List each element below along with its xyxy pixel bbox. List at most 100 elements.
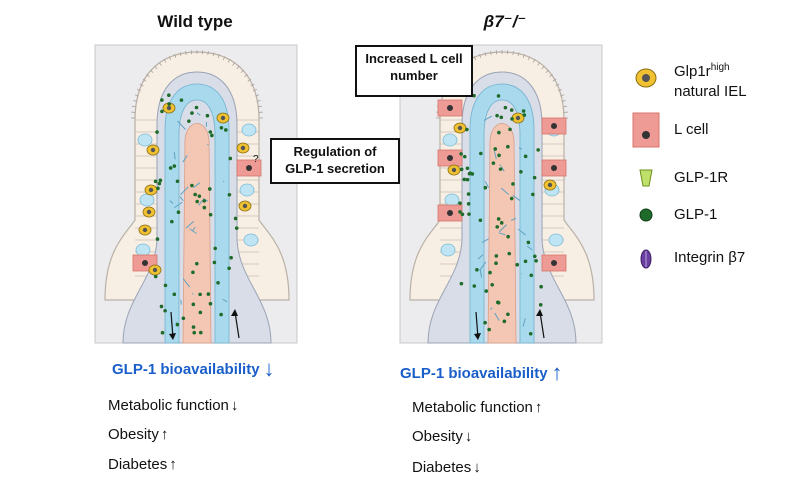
glp1-dot [523, 154, 528, 159]
l-cell-nucleus [447, 155, 453, 161]
iel-legend-nucleus [642, 74, 650, 82]
glp1-dot [153, 179, 158, 184]
glp1-dot [484, 289, 489, 293]
microvillus [473, 56, 477, 61]
glp1-dot [496, 300, 501, 305]
outcome-label: Obesity [108, 426, 159, 443]
capillary [180, 299, 182, 305]
glp1-dot [167, 93, 171, 98]
glp1-dot [207, 187, 212, 191]
glp1-dot [528, 331, 533, 336]
glp1-dot [495, 225, 500, 229]
glp1-dot [198, 330, 203, 335]
microvillus [139, 83, 144, 87]
arrow-up-icon: ↑ [169, 456, 177, 473]
microvillus [163, 58, 167, 63]
glp1-dot [155, 130, 159, 134]
microvillus [232, 62, 236, 66]
glp1-dot [228, 156, 233, 161]
microvillus [527, 56, 531, 61]
capillary [177, 120, 186, 130]
goblet-cell [241, 123, 257, 137]
iel-nucleus [148, 187, 154, 193]
microvillus [154, 65, 158, 70]
capillary [192, 293, 194, 295]
microvillus [560, 94, 565, 97]
capillary [517, 228, 526, 236]
goblet-cell [243, 233, 259, 247]
microvillus [240, 69, 244, 74]
microvillus [552, 78, 557, 82]
goblet-cell [137, 133, 153, 147]
l-cell-nucleus [246, 165, 252, 171]
glp1-dot [160, 330, 165, 335]
question-mark: ? [253, 154, 259, 165]
glp1-dot [195, 199, 199, 204]
microvillus [146, 73, 150, 78]
glp1-dot [497, 153, 501, 158]
glp1-dot [202, 205, 207, 210]
goblet-cell [135, 243, 151, 257]
glp1-dot [478, 218, 483, 223]
capillary [196, 112, 201, 116]
glp1-dot [510, 117, 514, 121]
glp1-dot [487, 327, 491, 332]
glp1-dot [472, 93, 476, 98]
ko-bioavailability-label: GLP-1 bioavailability [400, 365, 548, 382]
glp1-dot [523, 259, 528, 264]
glp1-dot [509, 108, 514, 112]
arrow-up-icon: ↑ [160, 426, 169, 443]
iel-nucleus [152, 267, 158, 273]
glp1-dot [198, 292, 202, 297]
capillary [500, 166, 505, 172]
glp1-dot [499, 221, 504, 225]
microvillus [555, 83, 560, 87]
glp1-dot [176, 210, 181, 214]
arrow-down-icon: ↓ [464, 428, 473, 445]
glp1-dot [509, 196, 514, 201]
glp1-dot [531, 192, 535, 197]
glp1-dot [526, 240, 531, 245]
callout-regulation-glp1-secretion: Regulation of GLP-1 secretion [270, 138, 400, 184]
glp1-dot [529, 273, 534, 278]
microvillus [558, 88, 562, 92]
microvillus [517, 52, 520, 57]
iel-nucleus [150, 147, 156, 153]
arrow-down-icon: ↓ [230, 397, 239, 414]
microvillus [255, 94, 260, 97]
glp1-dot [532, 175, 537, 180]
glp1-dot [459, 167, 464, 172]
glp1-dot [502, 319, 507, 324]
glp1-dot [536, 148, 540, 152]
outcome-label: Obesity [412, 428, 463, 445]
capillary [173, 201, 183, 209]
glp1-dot [475, 267, 479, 272]
outcome-label: Diabetes [108, 456, 168, 473]
glp1-dot [175, 322, 180, 327]
capillary [510, 217, 517, 222]
ko-outcome-obesity: Obesity↓ [412, 428, 472, 445]
glp1-dot [466, 202, 471, 206]
glp1-dot [494, 254, 499, 258]
microvillus [179, 52, 182, 57]
legend-label-integrin: Integrin β7 [674, 249, 746, 266]
central-lacteal [182, 123, 212, 344]
ko-glp1-bioavailability: GLP-1 bioavailability↑ [400, 360, 563, 386]
l-cell-nucleus [551, 165, 557, 171]
iel-nucleus [457, 125, 463, 131]
glp1-dot [234, 226, 239, 230]
wt-villus: ? [94, 44, 298, 344]
microvillus [512, 50, 514, 56]
panel-title-beta7-knockout: β7⁻/⁻ [483, 12, 527, 31]
microvillus [541, 65, 545, 70]
goblet-cell [440, 243, 456, 257]
capillary [193, 182, 201, 188]
microvillus [227, 58, 231, 63]
glp1-dot [159, 304, 164, 309]
capillary [198, 200, 203, 206]
microvillus [256, 100, 261, 102]
glp1-dot [498, 167, 503, 171]
glp1-dot [496, 217, 501, 221]
capillary [479, 261, 487, 271]
